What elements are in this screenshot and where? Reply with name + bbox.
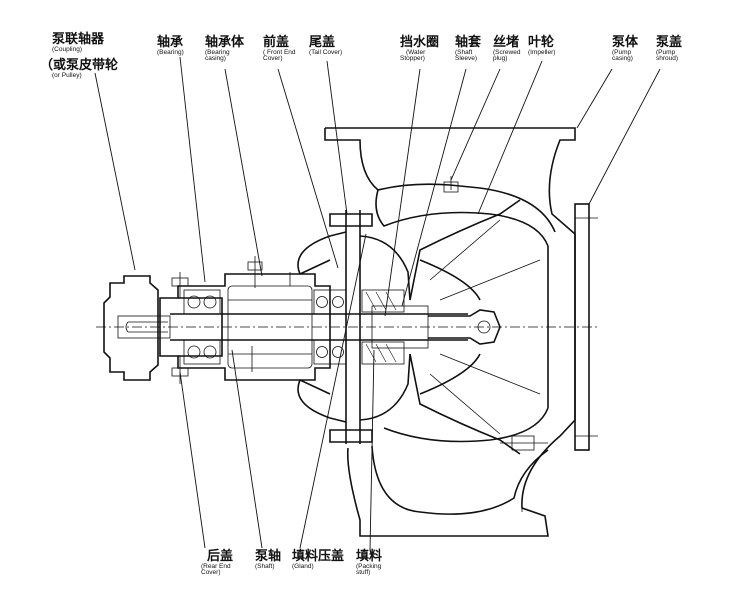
label-front-end-cover-zh: 前盖 xyxy=(263,35,290,50)
label-pulley: （或泵皮带轮 (or Pulley) xyxy=(40,59,118,79)
label-rear-end-cover-en2: Cover) xyxy=(201,569,221,577)
label-water-stopper: 挡水圈 (Water Stopper) xyxy=(400,36,439,63)
label-pump-casing-zh: 泵体 xyxy=(612,35,639,50)
label-rear-end-cover-en1: (Rear End xyxy=(201,562,231,570)
label-impeller-zh: 叶轮 xyxy=(528,35,555,50)
label-screwed-plug-en1: (Screwed xyxy=(493,48,521,56)
label-front-end-cover-en2: Cover) xyxy=(263,55,283,63)
label-bearing-casing-en1: (Bearing xyxy=(205,48,230,56)
label-shaft-en: (Shaft) xyxy=(255,562,275,570)
label-pulley-zh: （或泵皮带轮 xyxy=(40,58,119,73)
label-gland-en: (Gland) xyxy=(292,562,314,570)
bearing-casing-drawing xyxy=(159,256,347,384)
impeller-drawing xyxy=(409,199,541,455)
label-water-stopper-en2: Stopper) xyxy=(400,55,425,63)
label-impeller-en: (Impeller) xyxy=(528,48,556,56)
label-bearing-casing-zh: 轴承体 xyxy=(205,35,245,50)
label-pump-shroud-en1: (Pump xyxy=(656,48,676,56)
leader-lines xyxy=(94,56,661,551)
label-tail-cover-zh: 尾盖 xyxy=(309,35,336,50)
label-front-end-cover-en1: ( Front End xyxy=(263,48,296,56)
label-shaft-sleeve-en1: (Shaft xyxy=(455,48,473,56)
label-water-stopper-zh: 挡水圈 xyxy=(400,35,440,50)
label-water-stopper-en1: (Water xyxy=(406,48,426,56)
pump-casing-drawing xyxy=(324,127,598,537)
label-pump-casing-en1: (Pump xyxy=(612,48,632,56)
label-pump-shroud: 泵盖 (Pump shroud) xyxy=(656,36,682,63)
label-pulley-en: (or Pulley) xyxy=(52,71,82,79)
label-screwed-plug-en2: plug) xyxy=(493,55,508,63)
label-shaft-sleeve-en2: Sleeve) xyxy=(455,55,478,63)
label-pump-shroud-en2: shroud) xyxy=(656,55,679,63)
label-tail-cover: 尾盖 (Tail Cover) xyxy=(309,36,342,56)
label-screwed-plug-zh: 丝堵 xyxy=(493,35,520,50)
label-pump-casing: 泵体 (Pump casing) xyxy=(612,36,638,63)
label-gland-zh: 填料压盖 xyxy=(292,549,345,564)
coupling-drawing xyxy=(103,275,171,381)
label-rear-end-cover-zh: 后盖 xyxy=(207,549,234,564)
label-screwed-plug: 丝堵 (Screwed plug) xyxy=(493,36,520,63)
label-packing-stuff-en1: (Packing xyxy=(356,562,382,570)
label-bearing-casing: 轴承体 (Bearing casing) xyxy=(205,36,244,63)
label-rear-end-cover: 后盖 (Rear End Cover) xyxy=(201,550,233,577)
label-packing-stuff-en2: stuff) xyxy=(356,569,371,577)
label-coupling-zh: 泵联轴器 xyxy=(52,32,105,47)
label-coupling: 泵联轴器 (Coupling) xyxy=(52,33,104,53)
label-shaft: 泵轴 (Shaft) xyxy=(255,550,281,570)
label-coupling-en: (Coupling) xyxy=(52,45,82,53)
label-tail-cover-en: (Tail Cover) xyxy=(309,48,343,56)
label-shaft-sleeve: 轴套 (Shaft Sleeve) xyxy=(455,36,481,63)
label-bearing-casing-en2: casing) xyxy=(205,55,226,63)
label-bearing-zh: 轴承 xyxy=(157,35,184,50)
label-pump-casing-en2: casing) xyxy=(612,55,633,63)
label-packing-stuff-zh: 填料 xyxy=(356,549,383,564)
label-bearing: 轴承 (Bearing) xyxy=(157,36,184,56)
label-packing-stuff: 填料 (Packing stuff) xyxy=(356,550,382,577)
shaft-drawing xyxy=(170,305,501,349)
label-shaft-sleeve-zh: 轴套 xyxy=(455,35,482,50)
label-bearing-en: (Bearing) xyxy=(157,48,184,56)
label-impeller: 叶轮 (Impeller) xyxy=(528,36,555,56)
label-shaft-zh: 泵轴 xyxy=(255,549,282,564)
label-front-end-cover: 前盖 ( Front End Cover) xyxy=(263,36,296,63)
label-pump-shroud-zh: 泵盖 xyxy=(656,35,683,50)
label-gland: 填料压盖 (Gland) xyxy=(292,550,344,570)
